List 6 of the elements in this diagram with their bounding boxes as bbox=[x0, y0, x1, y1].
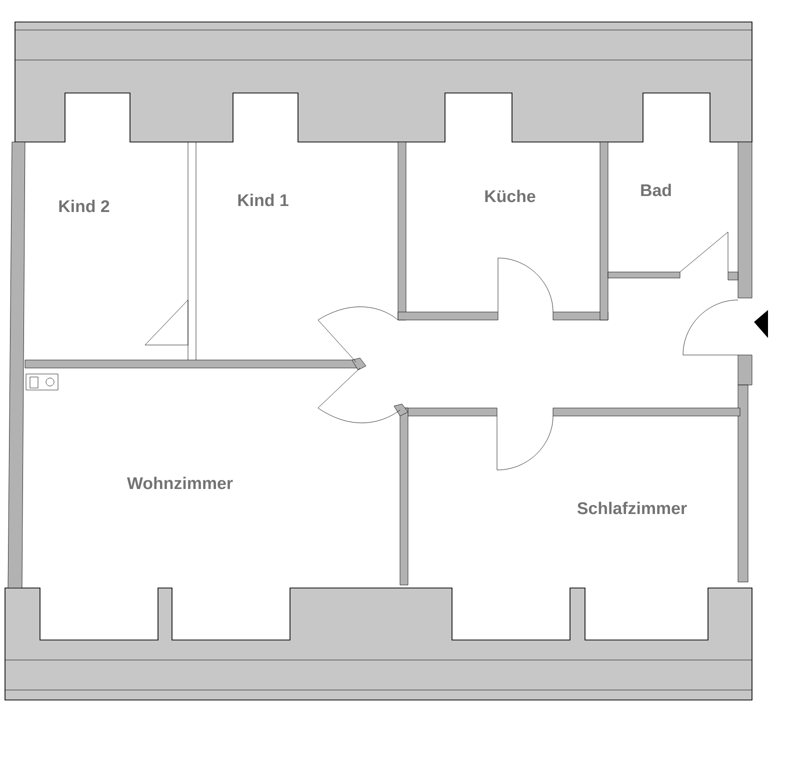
room-label: Kind 1 bbox=[238, 194, 288, 206]
room-label: Wohnzimmer bbox=[127, 476, 233, 490]
room-label: Kind 2 bbox=[59, 200, 110, 212]
room-label: Küche bbox=[485, 190, 536, 202]
room-label: Bad bbox=[641, 184, 671, 196]
room-label: Schlafzimmer bbox=[577, 502, 687, 514]
